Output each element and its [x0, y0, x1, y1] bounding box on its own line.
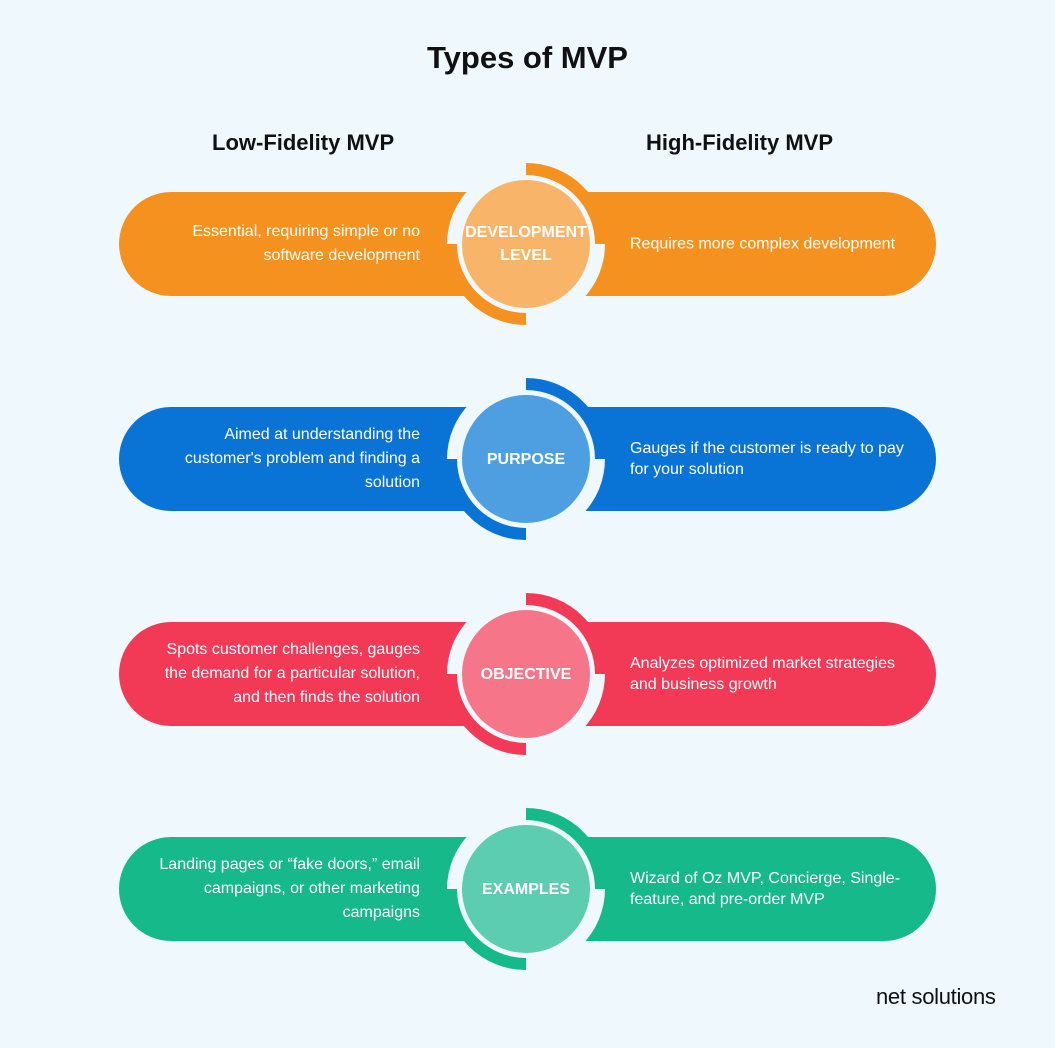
low-fidelity-heading: Low-Fidelity MVP [212, 130, 395, 155]
high-fidelity-heading: High-Fidelity MVP [646, 130, 833, 155]
high-fidelity-text: Wizard of Oz MVP, Concierge, Single-feat… [630, 870, 901, 908]
category-disc: OBJECTIVE [462, 610, 590, 738]
high-fidelity-text: Analyzes optimized market strategies and… [630, 655, 895, 693]
net-solutions-logo: net solutions [876, 984, 996, 1009]
category-label: PURPOSE [486, 450, 566, 468]
category-label: EXAMPLES [481, 880, 570, 898]
low-fidelity-text: Spots customer challenges, gauges the de… [164, 641, 420, 706]
category-label: DEVELOPMENT LEVEL [465, 224, 587, 264]
comparison-row-purpose: Aimed at understanding the customer's pr… [0, 344, 1055, 574]
low-fidelity-text: Landing pages or “fake doors,” email cam… [159, 856, 420, 921]
category-disc: DEVELOPMENT LEVEL [462, 180, 590, 308]
comparison-row-development-level: Essential, requiring simple or no softwa… [0, 129, 1055, 359]
category-disc: PURPOSE [462, 395, 590, 523]
low-fidelity-text: Essential, requiring simple or no softwa… [192, 223, 420, 264]
page-title: Types of MVP [427, 40, 628, 75]
category-disc: EXAMPLES [462, 825, 590, 953]
category-label: OBJECTIVE [480, 665, 572, 683]
comparison-row-examples: Landing pages or “fake doors,” email cam… [0, 774, 1055, 1004]
high-fidelity-text: Requires more complex development [630, 235, 896, 253]
comparison-row-objective: Spots customer challenges, gauges the de… [0, 559, 1055, 789]
high-fidelity-text: Gauges if the customer is ready to pay f… [630, 440, 904, 478]
low-fidelity-text: Aimed at understanding the customer's pr… [184, 426, 420, 491]
